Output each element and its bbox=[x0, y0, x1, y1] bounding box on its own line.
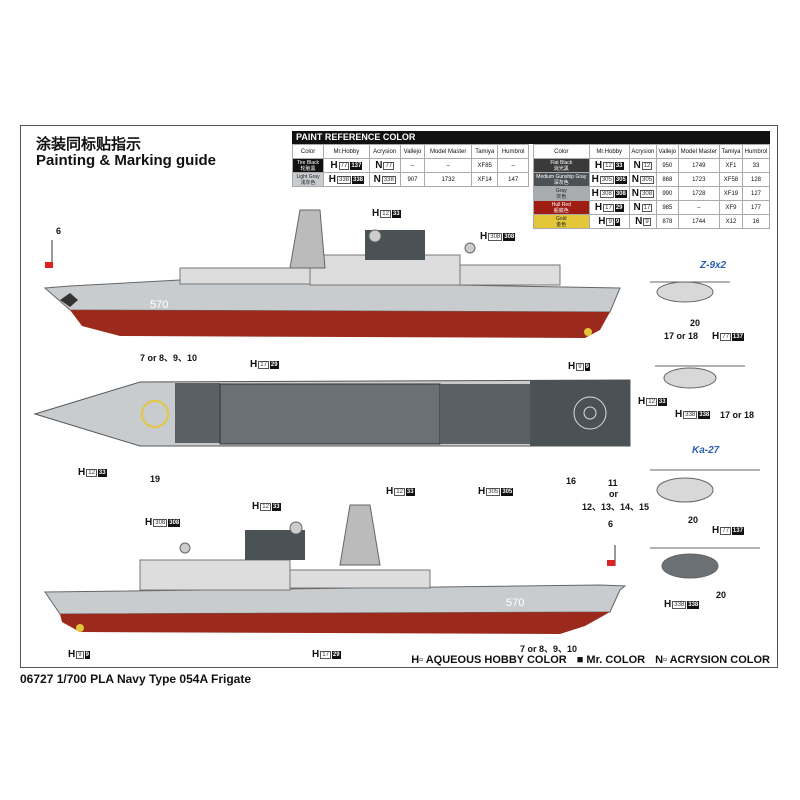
part-11: 11 bbox=[608, 478, 618, 488]
part-19: 19 bbox=[150, 474, 161, 484]
tamiya-code: XF14 bbox=[471, 172, 499, 187]
part-flag-top: 6 bbox=[56, 226, 62, 236]
hull-number-bottom: 570 bbox=[506, 597, 524, 609]
part-or: or bbox=[609, 489, 618, 499]
legend-mr-color: ■ Mr. COLOR bbox=[576, 654, 646, 666]
helicopter-drawings bbox=[650, 281, 760, 579]
humbrol-code: 147 bbox=[497, 172, 529, 187]
legend-acrysion: N▫ ACRYSION COLOR bbox=[655, 654, 770, 666]
title-english: Painting & Marking guide bbox=[36, 152, 217, 169]
ship-top-view bbox=[33, 379, 631, 447]
part-20b: 20 bbox=[688, 515, 699, 525]
ship-side-view-top: 570 bbox=[43, 209, 621, 338]
flag-icon bbox=[607, 560, 615, 566]
table-header: PAINT REFERENCE COLOR bbox=[292, 131, 770, 144]
part-flag-bottom: 6 bbox=[608, 519, 614, 529]
legend-aqueous: H▫ AQUEOUS HOBBY COLOR bbox=[411, 654, 567, 666]
part-17b: 17 or 18 bbox=[720, 410, 755, 420]
heli-title-z9: Z-9x2 bbox=[700, 260, 727, 271]
part-17a: 17 or 18 bbox=[664, 331, 699, 341]
heli-title-ka27: Ka-27 bbox=[692, 445, 720, 456]
kit-title: 06727 1/700 PLA Navy Type 054A Frigate bbox=[20, 672, 252, 686]
model-master-code: 1732 bbox=[424, 172, 473, 187]
part-16: 16 bbox=[566, 476, 577, 486]
part-decals-top: 7 or 8、9、10 bbox=[140, 353, 198, 363]
model-master-code: 1744 bbox=[677, 214, 720, 229]
part-decals-bottom: 7 or 8、9、10 bbox=[520, 644, 578, 654]
tamiya-code: XF58 bbox=[718, 172, 744, 187]
humbrol-code: 16 bbox=[742, 214, 770, 229]
color-legend: H▫ AQUEOUS HOBBY COLOR ■ Mr. COLOR N▫ AC… bbox=[411, 654, 770, 666]
hull-number-top: 570 bbox=[150, 299, 168, 311]
part-12-15: 12、13、14、15 bbox=[582, 502, 650, 512]
flag-icon bbox=[45, 262, 53, 268]
title-chinese: 涂装同标贴指示 bbox=[36, 136, 142, 153]
tamiya-code: X12 bbox=[718, 214, 744, 229]
part-20a: 20 bbox=[690, 318, 701, 328]
ship-side-view-bottom: 570 bbox=[44, 504, 627, 634]
part-20c: 20 bbox=[716, 590, 727, 600]
guide-frame bbox=[20, 125, 778, 668]
